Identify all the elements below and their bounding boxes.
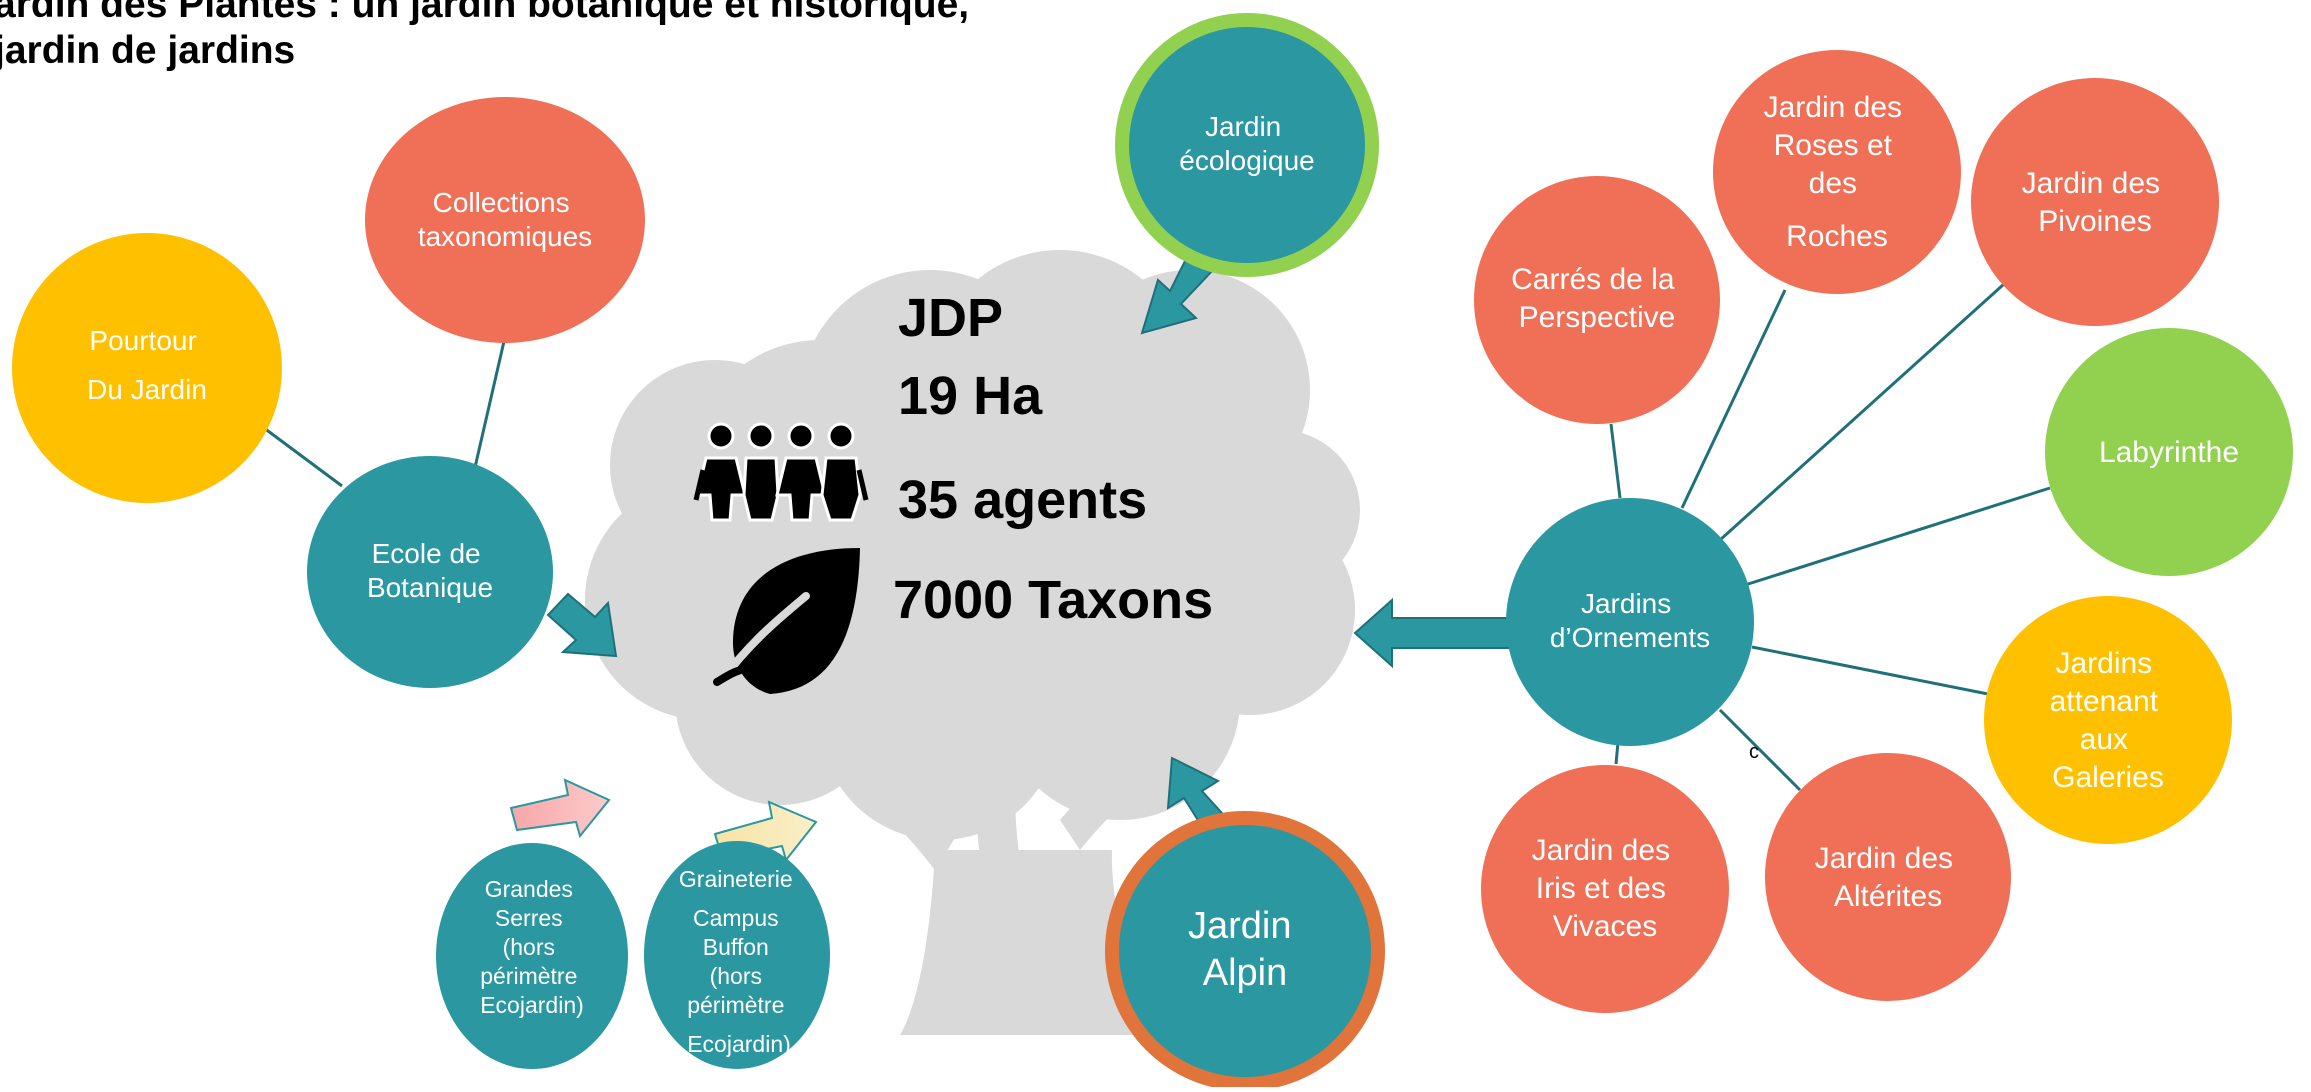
- node-serres-line5: Ecojardin): [480, 992, 584, 1018]
- svg-text:Jardin des Iris et des: Jardin des Iris et des Vivaces: [1532, 834, 1679, 943]
- node-alterites-line1: Jardin des: [1815, 842, 1953, 875]
- node-pivoines: Jardin des Pivoines: [1971, 78, 2219, 326]
- page-title-line1: ardin des Plantes : un jardin botanique …: [0, 0, 970, 26]
- node-pourtour-line2: Du Jardin: [87, 374, 207, 405]
- node-carres-line1: Carrés de la: [1511, 263, 1675, 296]
- node-collections-line1: Collections: [433, 187, 570, 218]
- svg-text:Ecole de Botanique: Ecole de Botanique: [367, 538, 493, 603]
- arrow-ornements-to-tree: [1353, 597, 1521, 669]
- svg-text:Jardin Alpin: Jardin Alpin: [1188, 905, 1302, 994]
- center-agents: 35 agents: [898, 470, 1147, 530]
- node-roses-line1: Jardin des: [1764, 91, 1902, 124]
- node-roses: Jardin des Roses et des Roches: [1713, 50, 1961, 294]
- svg-text:Jardin des Altérites: Jardin des Altérites: [1815, 842, 1962, 913]
- page-title: ardin des Plantes : un jardin botanique …: [0, 0, 969, 74]
- arrow-serres-to-tree: [509, 778, 611, 839]
- node-ecologique: Jardin écologique: [1115, 13, 1379, 277]
- node-carres-line2: Perspective: [1519, 301, 1676, 334]
- node-ecole-line2: Botanique: [367, 572, 493, 603]
- stray-label: c: [1749, 741, 1759, 763]
- arrow-ecologique-to-tree: [1140, 249, 1214, 335]
- svg-text:Labyrinthe: Labyrinthe: [2099, 436, 2239, 469]
- connector-lines: [263, 282, 2051, 792]
- node-roses-line3: des: [1809, 167, 1857, 200]
- svg-text:Jardins attenant a: Jardins attenant aux Galeries: [2050, 647, 2167, 794]
- node-alterites-line2: Altérites: [1834, 880, 1942, 913]
- center-taxons: 7000 Taxons: [893, 570, 1213, 630]
- node-ornements-line1: Jardins: [1581, 588, 1671, 619]
- svg-text:Jardin des Pivoines: Jardin des Pivoines: [2022, 167, 2169, 238]
- people-group-icon: [693, 422, 869, 522]
- node-graineterie-line3: Buffon: [703, 934, 769, 960]
- leaf-icon: [713, 548, 860, 694]
- node-galeries-line1: Jardins: [2055, 647, 2152, 680]
- node-pourtour-line1: Pourtour: [89, 325, 196, 356]
- node-iris: Jardin des Iris et des Vivaces: [1481, 765, 1729, 1013]
- page-title-line2: jardin de jardins: [0, 29, 296, 72]
- svg-text:Graineterie Campus: Graineterie Campus Buffon (hors périmètr…: [679, 866, 799, 1057]
- arrow-ecole-to-tree: [546, 592, 618, 658]
- node-pivoines-line2: Pivoines: [2038, 205, 2151, 238]
- node-pourtour: Pourtour Du Jardin: [12, 233, 282, 503]
- node-serres-line3: (hors: [503, 934, 555, 960]
- node-galeries-line3: aux: [2080, 723, 2128, 756]
- center-jdp: JDP: [898, 288, 1003, 348]
- node-iris-line2: Iris et des: [1536, 872, 1666, 905]
- node-collections-line2: taxonomiques: [418, 221, 592, 252]
- node-pivoines-line1: Jardin des: [2022, 167, 2160, 200]
- center-area: 19 Ha: [898, 366, 1043, 426]
- node-labyrinthe-line1: Labyrinthe: [2099, 436, 2239, 469]
- node-carres: Carrés de la Perspective: [1474, 176, 1720, 424]
- node-graineterie: Graineterie Campus Buffon (hors périmètr…: [644, 841, 830, 1069]
- node-alpin-line2: Alpin: [1203, 952, 1288, 994]
- node-galeries: Jardins attenant aux Galeries: [1984, 596, 2232, 844]
- node-ornements: Jardins d’Ornements: [1506, 498, 1754, 746]
- node-galeries-line2: attenant: [2050, 685, 2159, 718]
- node-iris-line1: Jardin des: [1532, 834, 1670, 867]
- svg-text:Grandes Serres (ho: Grandes Serres (hors périmètre Ecojardin…: [480, 876, 584, 1018]
- node-ecologique-line2: écologique: [1179, 145, 1314, 176]
- node-graineterie-line6: Ecojardin): [687, 1031, 791, 1057]
- node-graineterie-line2: Campus: [693, 905, 779, 931]
- svg-text:Carrés de la Perspective: Carrés de la Perspective: [1511, 263, 1683, 334]
- node-ornements-line2: d’Ornements: [1550, 622, 1710, 653]
- center-stats: JDP 19 Ha 35 agents 7000 Taxons: [893, 288, 1213, 630]
- node-roses-line4: Roches: [1786, 220, 1888, 253]
- svg-text:Collections taxonomiques: Collections taxonomiques: [418, 187, 592, 252]
- node-ecologique-line1: Jardin: [1205, 111, 1281, 142]
- node-alpin-line1: Jardin: [1188, 905, 1292, 947]
- node-roses-line2: Roses et: [1774, 129, 1893, 162]
- node-graineterie-line4: (hors: [710, 963, 762, 989]
- node-iris-line3: Vivaces: [1553, 910, 1658, 943]
- node-galeries-line4: Galeries: [2052, 761, 2164, 794]
- node-graineterie-line5: périmètre: [687, 992, 784, 1018]
- node-serres-line2: Serres: [495, 905, 563, 931]
- svg-text:Pourtour Du Jardin: Pourtour Du Jardin: [87, 325, 207, 405]
- node-collections: Collections taxonomiques: [365, 97, 645, 343]
- node-serres-line4: périmètre: [480, 963, 577, 989]
- node-alpin: Jardin Alpin: [1105, 811, 1385, 1091]
- node-ecole: Ecole de Botanique: [307, 456, 553, 688]
- node-ecole-line1: Ecole de: [372, 538, 481, 569]
- node-labyrinthe: Labyrinthe: [2045, 328, 2293, 576]
- tree-shape: [585, 250, 1360, 1035]
- svg-text:Jardin des Roses et: Jardin des Roses et des Roches: [1764, 91, 1911, 253]
- node-serres-line1: Grandes: [485, 876, 573, 902]
- node-graineterie-line1: Graineterie: [679, 866, 793, 892]
- svg-text:Jardin écologique: Jardin écologique: [1179, 111, 1314, 176]
- node-serres: Grandes Serres (hors périmètre Ecojardin…: [436, 843, 628, 1069]
- node-alterites: Jardin des Altérites: [1765, 753, 2011, 1001]
- svg-text:Jardins d’Ornements: Jardins d’Ornements: [1550, 588, 1710, 653]
